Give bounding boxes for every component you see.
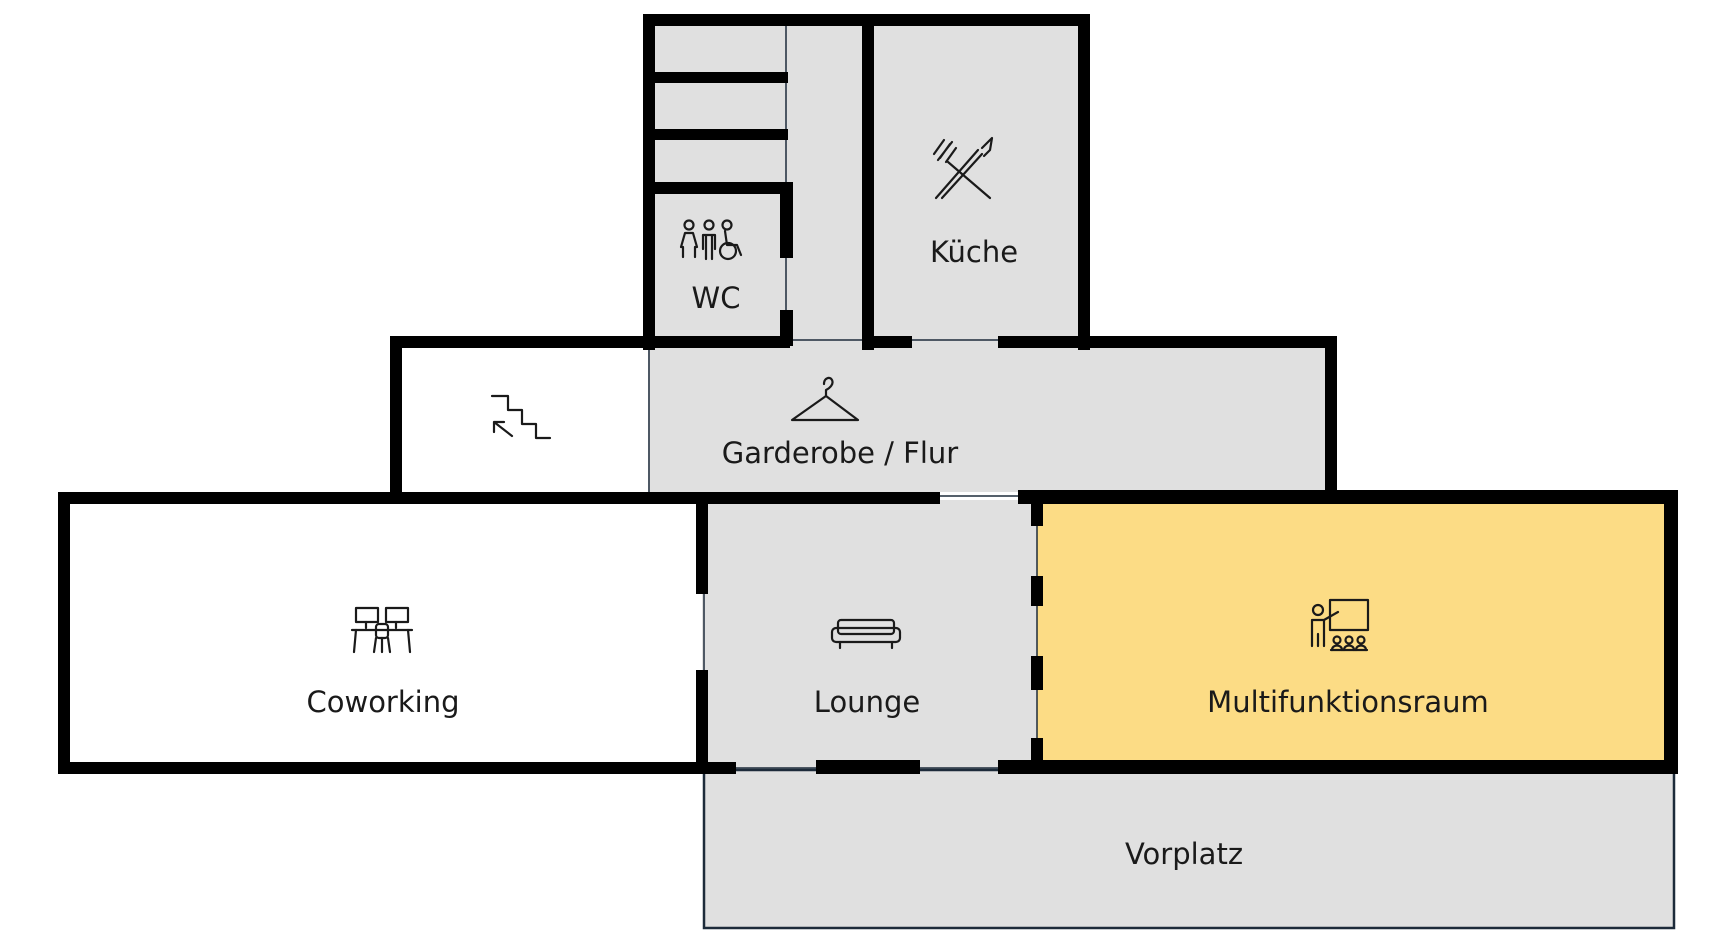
room-coworking[interactable] bbox=[64, 500, 702, 768]
walls bbox=[58, 14, 1678, 774]
room-forecourt[interactable] bbox=[702, 768, 1676, 930]
room-multipurpose[interactable] bbox=[1037, 500, 1669, 768]
room-label-multipurpose: Multifunktionsraum bbox=[1207, 685, 1489, 719]
fork-knife-icon bbox=[932, 136, 994, 200]
room-corridor-upper bbox=[652, 20, 872, 342]
presentation-icon bbox=[1310, 598, 1370, 652]
room-label-lounge: Lounge bbox=[814, 685, 920, 719]
room-label-kitchen: Küche bbox=[930, 235, 1018, 269]
restroom-icon bbox=[679, 219, 743, 261]
room-label-coworking: Coworking bbox=[306, 685, 459, 719]
room-kitchen[interactable] bbox=[872, 20, 1080, 342]
room-label-wc: WC bbox=[692, 281, 741, 315]
stairs-up-icon bbox=[490, 394, 552, 440]
coworking-desks-icon bbox=[350, 606, 414, 654]
room-label-cloakroom: Garderobe / Flur bbox=[722, 436, 959, 470]
room-cloakroom[interactable] bbox=[648, 342, 1331, 492]
hanger-icon bbox=[790, 376, 860, 422]
sofa-icon bbox=[830, 618, 902, 650]
room-label-forecourt: Vorplatz bbox=[1125, 837, 1243, 871]
